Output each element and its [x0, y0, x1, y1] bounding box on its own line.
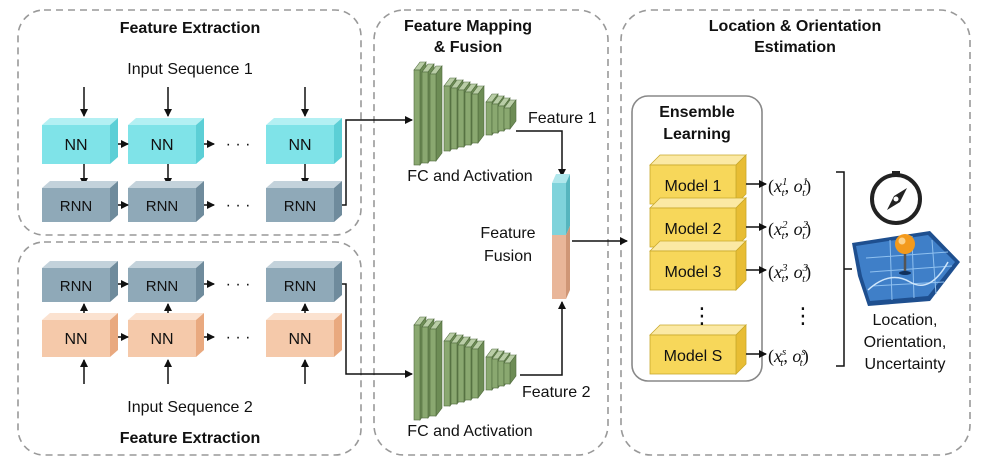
ellipsis: · · · [226, 276, 251, 293]
panel-title-extraction-top: Feature Extraction [120, 20, 260, 37]
nn-block: NN [42, 313, 118, 357]
fc-layer [429, 320, 443, 417]
model-label: Model S [664, 348, 723, 365]
rnn-block: RNN [266, 261, 342, 302]
fc-layer-stack-top [413, 61, 517, 166]
compass-icon [870, 171, 922, 225]
nn-label: NN [288, 137, 311, 154]
nn-label: NN [288, 331, 311, 348]
nn-label: NN [64, 137, 87, 154]
feature-1-arrow [516, 130, 566, 177]
ensemble-title-line2: Learning [663, 126, 731, 143]
extraction-to-fc-arrow-top [342, 116, 413, 206]
rnn-block: RNN [42, 181, 118, 222]
rnn-label: RNN [146, 198, 179, 215]
svg-text:(xst, ost): (xst, ost) [768, 346, 809, 369]
panel-title-extraction-bottom: Feature Extraction [120, 430, 260, 447]
model-block: Model 3 [649, 240, 747, 291]
rnn-label: RNN [284, 278, 317, 295]
nn-label: NN [150, 331, 173, 348]
ensemble-title-line1: Ensemble [659, 104, 735, 121]
panel-extraction-top [17, 9, 362, 236]
panel-extraction-bottom [17, 241, 362, 456]
rnn-label: RNN [60, 278, 93, 295]
nn-block: NN [128, 118, 204, 164]
model-list: Model 1 Model 2 Model 3 Model S [649, 154, 767, 375]
fc-activation-label-top: FC and Activation [407, 168, 532, 185]
ellipsis: · · · [226, 329, 251, 346]
result-label-line2: Orientation, [864, 334, 947, 351]
output-bracket [836, 171, 852, 367]
nn-block: NN [266, 118, 342, 164]
fc-layer [503, 354, 517, 385]
fc-layer [503, 99, 517, 130]
ellipsis: · · · [226, 197, 251, 214]
nn-label: NN [64, 331, 87, 348]
rnn-label: RNN [284, 198, 317, 215]
nn-label: NN [150, 137, 173, 154]
rnn-label: RNN [60, 198, 93, 215]
result-label-line1: Location, [873, 312, 938, 329]
panel-title-mapping-line1: Feature Mapping [404, 18, 532, 35]
nn-block: NN [42, 118, 118, 164]
map-pin-icon [852, 231, 960, 306]
panel-estimation [620, 9, 971, 456]
model-label: Model 2 [665, 221, 722, 238]
result-label-line3: Uncertainty [865, 356, 946, 373]
fc-layer [471, 85, 485, 144]
feature-2-arrow [520, 301, 566, 376]
feature-fusion-label-line1: Feature [480, 225, 535, 242]
rnn-label: RNN [146, 278, 179, 295]
extraction-to-fc-arrow-bottom [342, 283, 413, 378]
svg-text:(x2t, o2t): (x2t, o2t) [768, 219, 811, 242]
fc-activation-label-bottom: FC and Activation [407, 423, 532, 440]
fc-layer [471, 340, 485, 399]
ellipsis: · · · [226, 136, 251, 153]
feature-2-label: Feature 2 [522, 384, 591, 401]
fc-layer [429, 65, 443, 162]
input-sequence-1-label: Input Sequence 1 [127, 61, 253, 78]
feature-fusion-label-line2: Fusion [484, 248, 532, 265]
output-vdots: ⋮ [792, 303, 814, 328]
nn-block: NN [266, 313, 342, 357]
svg-text:(x1t, o1t): (x1t, o1t) [768, 176, 811, 199]
rnn-block: RNN [128, 261, 204, 302]
model-block: Model S [649, 324, 747, 375]
panel-title-estimation-line1: Location & Orientation [709, 18, 881, 35]
nn-block: NN [128, 313, 204, 357]
panel-title-estimation-line2: Estimation [754, 39, 836, 56]
rnn-block: RNN [266, 181, 342, 222]
rnn-block: RNN [42, 261, 118, 302]
ensemble-box [631, 95, 763, 382]
panel-mapping-fusion [373, 9, 609, 456]
feature-1-label: Feature 1 [528, 110, 597, 127]
svg-text:(x3t, o3t): (x3t, o3t) [768, 262, 811, 285]
model-vdots: ⋮ [691, 303, 713, 328]
model-block: Model 2 [649, 197, 747, 248]
model-block: Model 1 [649, 154, 747, 205]
fc-layer-stack-bottom [413, 316, 517, 421]
panel-title-mapping-line2: & Fusion [434, 39, 502, 56]
model-label: Model 1 [665, 178, 722, 195]
rnn-block: RNN [128, 181, 204, 222]
input-sequence-2-label: Input Sequence 2 [127, 399, 253, 416]
model-label: Model 3 [665, 264, 722, 281]
feature-fusion-vector [552, 174, 570, 299]
